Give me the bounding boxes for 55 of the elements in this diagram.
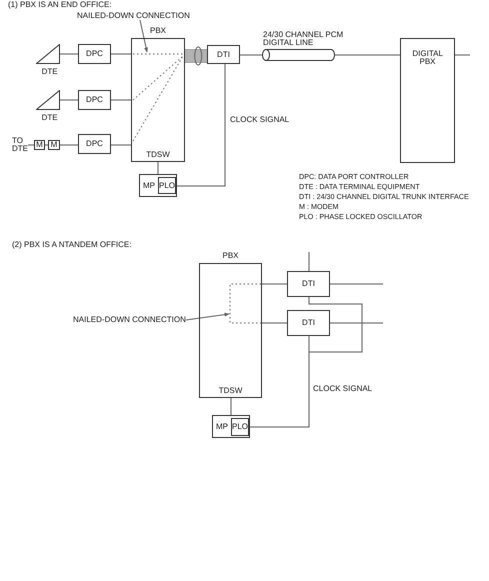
- line-label: 24/30 CHANNEL PCM DIGITAL LINE: [263, 31, 344, 47]
- box-heading: PBX: [150, 27, 166, 35]
- connector-line: [334, 54, 400, 56]
- section-heading: (1) PBX IS AN END OFFICE:: [8, 1, 112, 9]
- box-label: PLO: [232, 422, 248, 430]
- oscillator-box: [158, 177, 176, 194]
- connector-line: [454, 54, 470, 56]
- connector-line: [28, 144, 34, 146]
- connector-line: [308, 252, 310, 272]
- processor-box: [139, 174, 177, 197]
- box-label: PLO: [159, 182, 176, 190]
- node-label: DTE: [42, 68, 58, 76]
- connector-line: [262, 322, 288, 324]
- box-label: DTI: [217, 50, 230, 58]
- node-label: DTE: [42, 114, 58, 122]
- connector-line: [230, 398, 232, 416]
- controller-box: [78, 90, 111, 110]
- modem-box: [48, 140, 60, 150]
- edge-label: CLOCK SIGNAL: [230, 116, 290, 124]
- oscillator-box: [231, 418, 249, 436]
- box-label: DPC: [86, 96, 103, 104]
- edge-label: CLOCK SIGNAL: [313, 385, 372, 393]
- leader-arrow: [185, 312, 230, 320]
- connector-line: [60, 144, 78, 146]
- box-label: M: [36, 141, 43, 149]
- controller-box: [78, 134, 111, 154]
- box-label: DTI: [302, 319, 315, 327]
- box-label: MP: [216, 422, 228, 430]
- box-label: DIGITAL PBX: [412, 50, 443, 66]
- leader-arrow: [140, 20, 148, 52]
- exchange-box: [400, 38, 455, 163]
- box-label: M: [50, 141, 58, 149]
- interface-box: [207, 45, 240, 64]
- box-label: DPC: [86, 50, 103, 58]
- callout-text: TO DTE: [12, 137, 28, 153]
- interface-box: [287, 271, 330, 297]
- box-label: DPC: [86, 140, 103, 148]
- callout-text: NAILED-DOWN CONNECTION: [73, 316, 186, 324]
- box-heading: PBX: [222, 252, 238, 260]
- connector-line: [110, 144, 132, 146]
- box-label: MP: [143, 182, 155, 190]
- interface-box: [287, 310, 330, 336]
- connector-line: [44, 144, 48, 146]
- controller-box: [78, 44, 111, 64]
- line-bundle: [184, 46, 208, 66]
- connector-line: [248, 336, 310, 428]
- box-label: DTI: [302, 280, 315, 288]
- connector-line: [240, 54, 262, 56]
- box-label: TDSW: [218, 387, 242, 395]
- connector-line: [176, 64, 226, 186]
- box-label: TDSW: [146, 151, 170, 159]
- connector-line: [330, 322, 384, 324]
- callout-text: NAILED-DOWN CONNECTION: [77, 12, 190, 20]
- section-heading: (2) PBX IS A NTANDEM OFFICE:: [12, 241, 132, 249]
- processor-box: [212, 415, 250, 438]
